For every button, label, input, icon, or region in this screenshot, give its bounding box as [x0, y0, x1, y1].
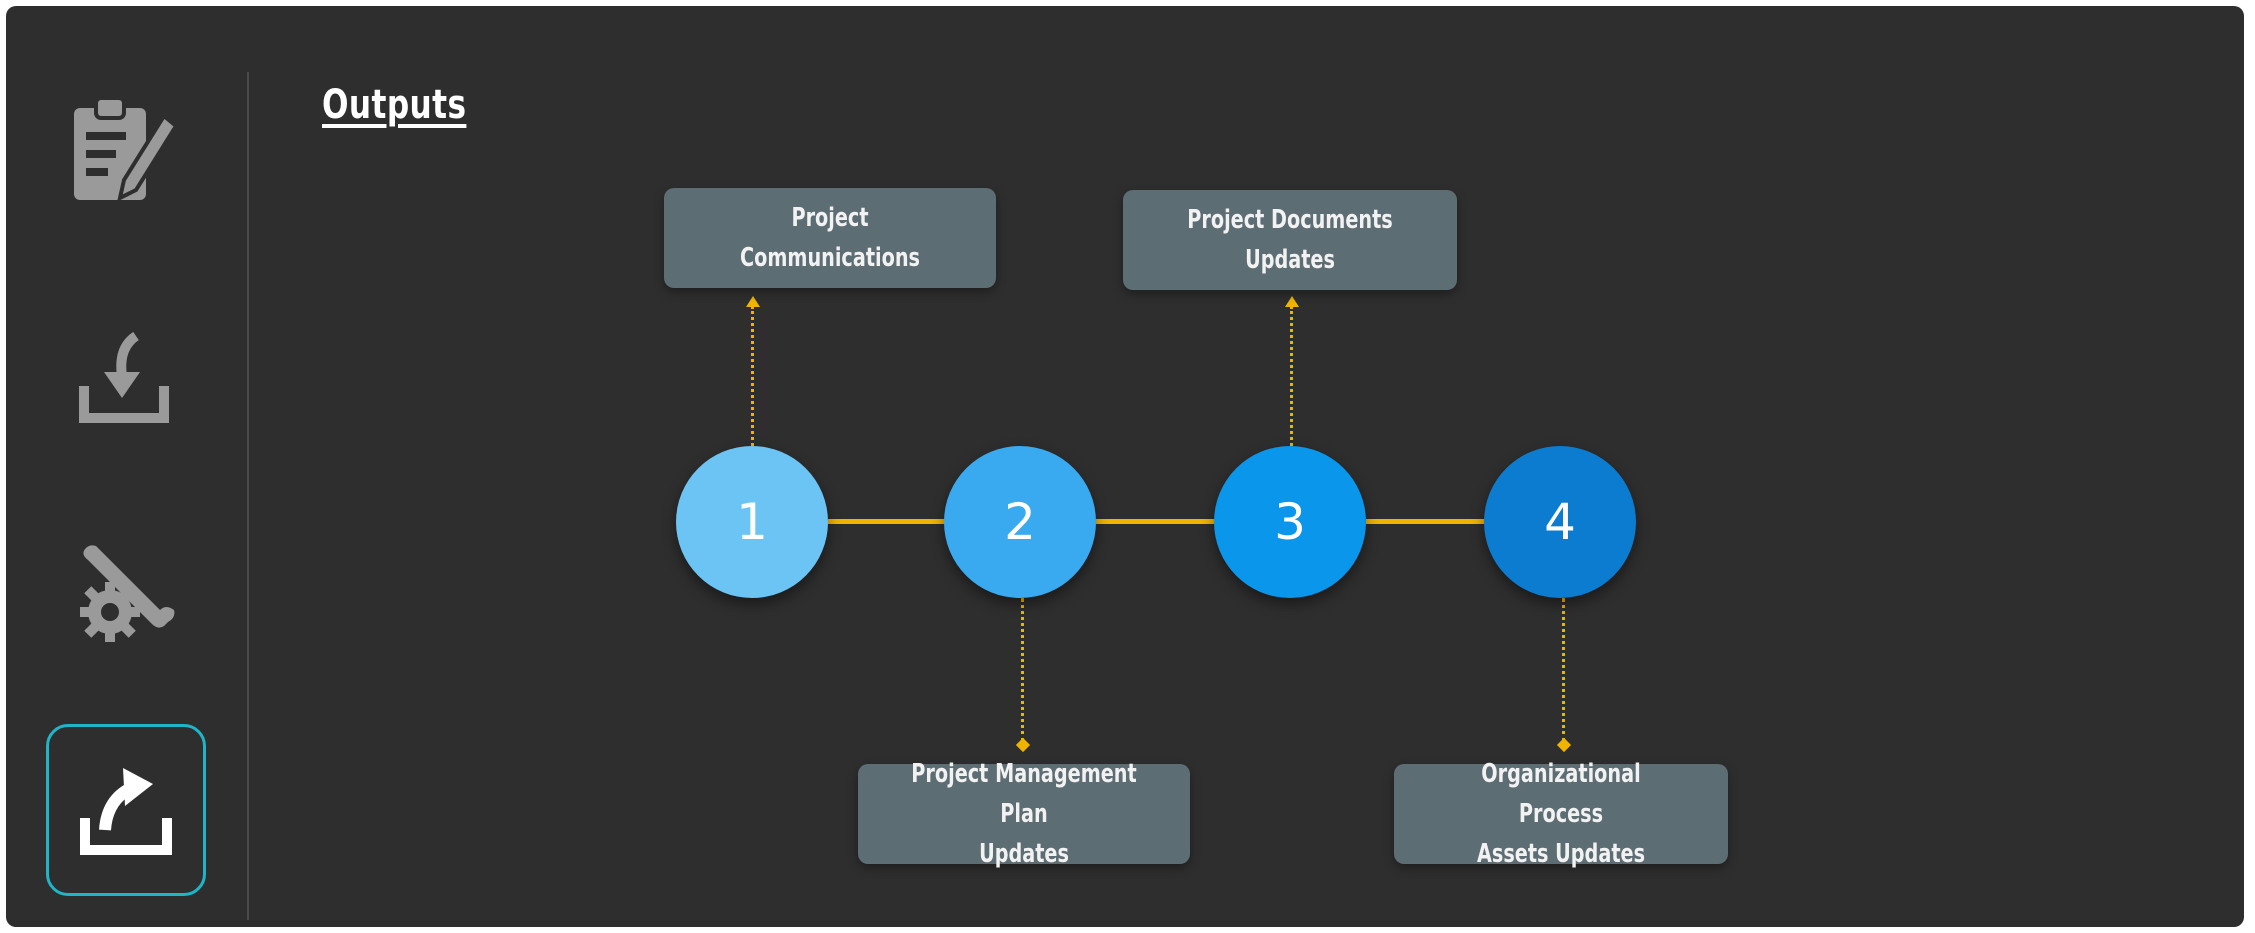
output-box-2: Project Management Plan Updates [858, 759, 1190, 869]
step-number: 3 [1274, 493, 1306, 551]
arrow-up-icon [746, 296, 760, 307]
output-label: Project Management Plan Updates [911, 759, 1137, 869]
active-item-outline [46, 724, 206, 896]
output-box-3: Project Documents Updates [1123, 190, 1457, 290]
step-number: 1 [736, 493, 768, 551]
step-number: 2 [1004, 493, 1036, 551]
upload-tray-icon[interactable] [61, 738, 191, 868]
page-title: Outputs [322, 82, 467, 128]
step-circle-1: 1 [676, 446, 828, 598]
step-circle-3: 3 [1214, 446, 1366, 598]
connector-1-2 [828, 519, 952, 524]
gear-wrench-icon[interactable] [56, 526, 186, 656]
output-label: Project Documents Updates [1187, 205, 1393, 275]
dotted-link-3 [1290, 306, 1293, 446]
dotted-link-4 [1562, 598, 1565, 742]
step-circle-2: 2 [944, 446, 1096, 598]
download-tray-icon[interactable] [56, 306, 186, 436]
connector-3-4 [1366, 519, 1490, 524]
output-label: Project Communications [740, 203, 920, 273]
sidebar-divider [247, 72, 249, 920]
slide-canvas: Outputs 1 2 3 4 Project Communications P… [6, 6, 2244, 927]
connector-2-3 [1096, 519, 1220, 524]
diamond-marker-icon [1556, 737, 1572, 753]
output-box-4: Organizational Process Assets Updates [1394, 759, 1728, 869]
dotted-link-1 [751, 306, 754, 446]
output-box-1: Project Communications [664, 188, 996, 288]
step-circle-4: 4 [1484, 446, 1636, 598]
clipboard-pencil-icon[interactable] [56, 86, 186, 216]
diamond-marker-icon [1015, 737, 1031, 753]
step-number: 4 [1544, 493, 1576, 551]
dotted-link-2 [1021, 598, 1024, 742]
output-label: Organizational Process Assets Updates [1476, 759, 1646, 869]
arrow-up-icon [1285, 296, 1299, 307]
